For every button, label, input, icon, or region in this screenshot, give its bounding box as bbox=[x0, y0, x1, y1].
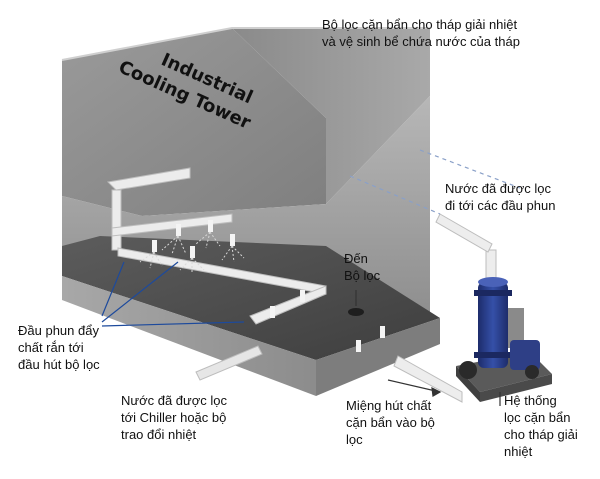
suction-port-label: Miệng hút chất cặn bẩn vào bộ lọc bbox=[346, 398, 435, 447]
filter-system-label: Hệ thống lọc cặn bẩn cho tháp giải nhiệt bbox=[504, 393, 578, 459]
basin-floor bbox=[62, 236, 440, 360]
filtered-water-label: Nước đã được lọc đi tới các đầu phun bbox=[445, 181, 556, 213]
to-filter-label: Đến Bộ lọc bbox=[344, 251, 381, 283]
basin-front-wall bbox=[62, 276, 316, 396]
basin-right-wall bbox=[316, 318, 440, 396]
tower-top-edge bbox=[61, 27, 430, 61]
top-caption: Bộ lọc cặn bẩn cho tháp giải nhiệt và vệ… bbox=[322, 17, 520, 49]
chiller-pipe bbox=[195, 345, 263, 381]
spray-pipe-network bbox=[106, 167, 385, 352]
return-pipe-diagonal bbox=[435, 213, 493, 253]
leader-lines bbox=[101, 261, 245, 327]
spray-fans bbox=[139, 231, 245, 274]
filter-unit bbox=[456, 277, 552, 402]
floor-drain bbox=[348, 308, 364, 316]
flow-dashes bbox=[349, 149, 521, 215]
leader-lines-dark bbox=[355, 290, 501, 406]
tower-upper-side bbox=[232, 28, 430, 204]
spray-nozzles-label: Đầu phun đẩy chất rắn tới đầu hút bộ lọc bbox=[18, 323, 100, 372]
tower-upper-face bbox=[62, 28, 326, 216]
to-chiller-label: Nước đã được lọc tới Chiller hoặc bộ tra… bbox=[121, 393, 227, 442]
suction-pipe bbox=[393, 355, 463, 403]
